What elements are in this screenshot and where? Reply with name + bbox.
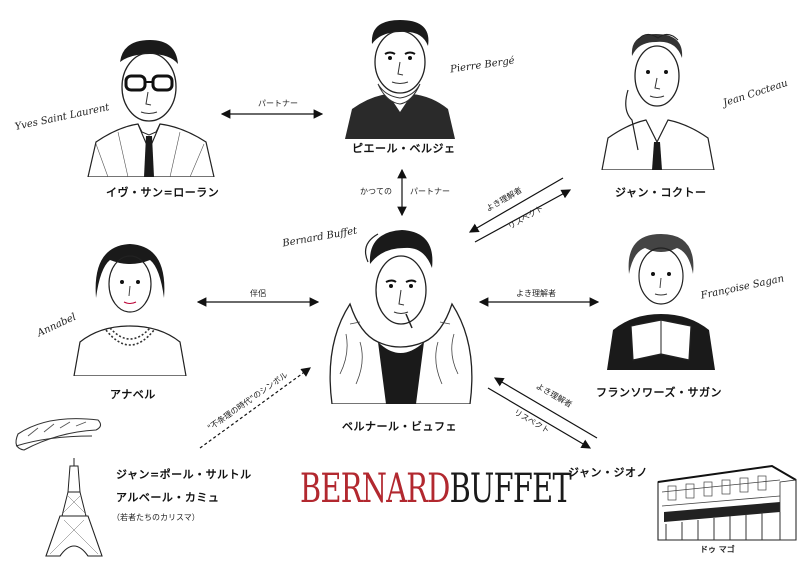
logo-buffet: BUFFET bbox=[449, 466, 572, 512]
buffet-name: ベルナール・ビュフェ bbox=[342, 420, 457, 433]
sartre-name: ジャン=ポール・サルトル bbox=[116, 468, 252, 481]
label-pierre-buffet-1: かつての bbox=[360, 187, 392, 196]
charisma-note: （若者たちのカリスマ） bbox=[112, 513, 200, 522]
pierre-name: ピエール・ベルジェ bbox=[352, 142, 456, 155]
label-ysl-pierre: パートナー bbox=[258, 99, 298, 108]
label-buffet-sagan: よき理解者 bbox=[516, 289, 556, 298]
buffet-portrait bbox=[329, 230, 473, 404]
cafe-label: ドゥ マゴ bbox=[700, 545, 735, 554]
sagan-portrait bbox=[607, 234, 715, 370]
cafe-deux-magots-illustration bbox=[657, 464, 797, 541]
baguette-illustration bbox=[15, 418, 102, 451]
eiffel-tower-illustration bbox=[45, 458, 103, 557]
pierre-portrait bbox=[345, 20, 455, 139]
label-annabel-buffet: 伴侶 bbox=[250, 289, 266, 298]
annabel-name: アナベル bbox=[110, 388, 156, 401]
annabel-portrait bbox=[73, 244, 187, 376]
arrow-cocteau-to-buffet bbox=[468, 177, 564, 233]
arrow-buffet-to-giono bbox=[487, 387, 592, 449]
bernard-buffet-logo: BERNARDBUFFET bbox=[300, 466, 572, 512]
sagan-name: フランソワーズ・サガン bbox=[596, 386, 722, 399]
arrow-giono-to-buffet bbox=[493, 377, 598, 439]
giono-name: ジャン・ジオノ bbox=[568, 466, 648, 479]
ysl-name: イヴ・サン=ローラン bbox=[106, 186, 220, 199]
cocteau-name: ジャン・コクトー bbox=[615, 186, 707, 199]
ysl-portrait bbox=[87, 40, 215, 177]
arrow-buffet-to-cocteau bbox=[474, 189, 572, 243]
camus-name: アルベール・カミュ bbox=[116, 491, 220, 504]
cocteau-portrait bbox=[601, 34, 715, 170]
logo-bernard: BERNARD bbox=[300, 466, 450, 512]
arrow-existential bbox=[199, 367, 311, 449]
label-pierre-buffet-2: パートナー bbox=[410, 187, 450, 196]
